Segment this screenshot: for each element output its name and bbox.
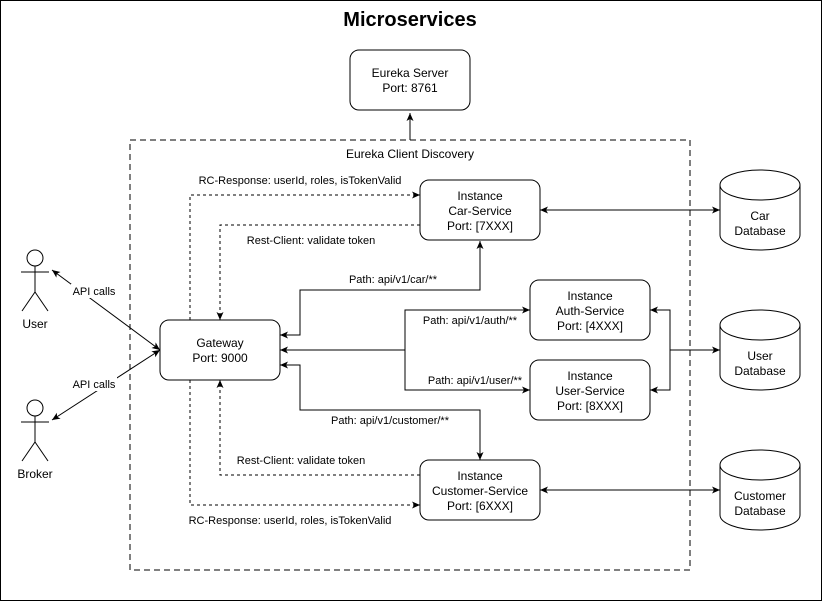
customer-database-label: Customer <box>734 489 786 503</box>
auth-service-port: Port: [4XXX] <box>557 319 623 333</box>
customer-database-sublabel: Database <box>734 504 786 518</box>
eureka-server-node: Eureka Server Port: 8761 <box>349 49 471 111</box>
broker-actor-icon <box>21 399 49 462</box>
discovery-label: Eureka Client Discovery <box>346 147 474 161</box>
user-database-label: User <box>747 349 772 363</box>
user-database-sublabel: Database <box>734 364 786 378</box>
user-database-icon: User Database <box>719 309 801 391</box>
edge-label-path-car: Path: api/v1/car/** <box>349 274 438 286</box>
edge-label-rest-client-bottom: Rest-Client: validate token <box>237 455 365 467</box>
gateway-port: Port: 9000 <box>192 351 248 365</box>
user-service-instance: Instance <box>567 369 613 383</box>
broker-actor-label: Broker <box>17 467 52 481</box>
diagram-title: Microservices <box>343 9 476 31</box>
edge-label-rc-response-bottom: RC-Response: userId, roles, isTokenValid <box>189 515 392 527</box>
rc-response-bottom-edge <box>189 380 420 509</box>
user-actor-label: User <box>22 317 47 331</box>
customer-service-node: Instance Customer-Service Port: [6XXX] <box>419 459 541 521</box>
eureka-server-name: Eureka Server <box>372 66 449 80</box>
edge-label-bg <box>71 284 117 298</box>
edge-label-bg <box>71 377 117 391</box>
user-service-name: User-Service <box>555 384 625 398</box>
edge-label-bg <box>330 413 450 427</box>
car-database-label: Car <box>750 209 769 223</box>
edge-label-path-auth: Path: api/v1/auth/** <box>423 315 518 327</box>
rc-response-top-edge <box>189 191 420 320</box>
car-service-port: Port: [7XXX] <box>447 219 513 233</box>
rest-client-bottom-edge <box>216 380 420 476</box>
edge-label-api-calls-broker: API calls <box>73 379 116 391</box>
edge-label-rc-response-top: RC-Response: userId, roles, isTokenValid <box>199 175 402 187</box>
customer-service-port: Port: [6XXX] <box>447 499 513 513</box>
car-service-instance: Instance <box>457 189 503 203</box>
customer-service-instance: Instance <box>457 469 503 483</box>
path-auth-edge <box>280 306 530 354</box>
edge-label-api-calls-user: API calls <box>73 286 116 298</box>
user-gateway-edge <box>51 269 161 351</box>
car-database-icon: Car Database <box>719 169 801 251</box>
user-service-port: Port: [8XXX] <box>557 399 623 413</box>
user-service-node: Instance User-Service Port: [8XXX] <box>529 359 651 421</box>
edge-label-rest-client-top: Rest-Client: validate token <box>247 235 375 247</box>
path-customer-edge <box>280 361 484 460</box>
car-service-name: Car-Service <box>448 204 512 218</box>
gateway-name: Gateway <box>196 336 243 350</box>
auth-user-link-edge <box>650 306 671 394</box>
auth-service-name: Auth-Service <box>556 304 625 318</box>
car-service-node: Instance Car-Service Port: [7XXX] <box>419 179 541 241</box>
user-actor-icon <box>21 249 49 312</box>
rest-client-top-edge <box>216 224 420 320</box>
customer-service-name: Customer-Service <box>432 484 528 498</box>
gateway-node: Gateway Port: 9000 <box>159 319 281 381</box>
auth-service-instance: Instance <box>567 289 613 303</box>
edge-label-path-user: Path: api/v1/user/** <box>428 375 523 387</box>
eureka-server-port: Port: 8761 <box>382 81 438 95</box>
car-database-sublabel: Database <box>734 224 786 238</box>
auth-service-node: Instance Auth-Service Port: [4XXX] <box>529 279 651 341</box>
customer-database-icon: Customer Database <box>719 449 801 531</box>
edge-label-path-customer: Path: api/v1/customer/** <box>331 415 450 427</box>
